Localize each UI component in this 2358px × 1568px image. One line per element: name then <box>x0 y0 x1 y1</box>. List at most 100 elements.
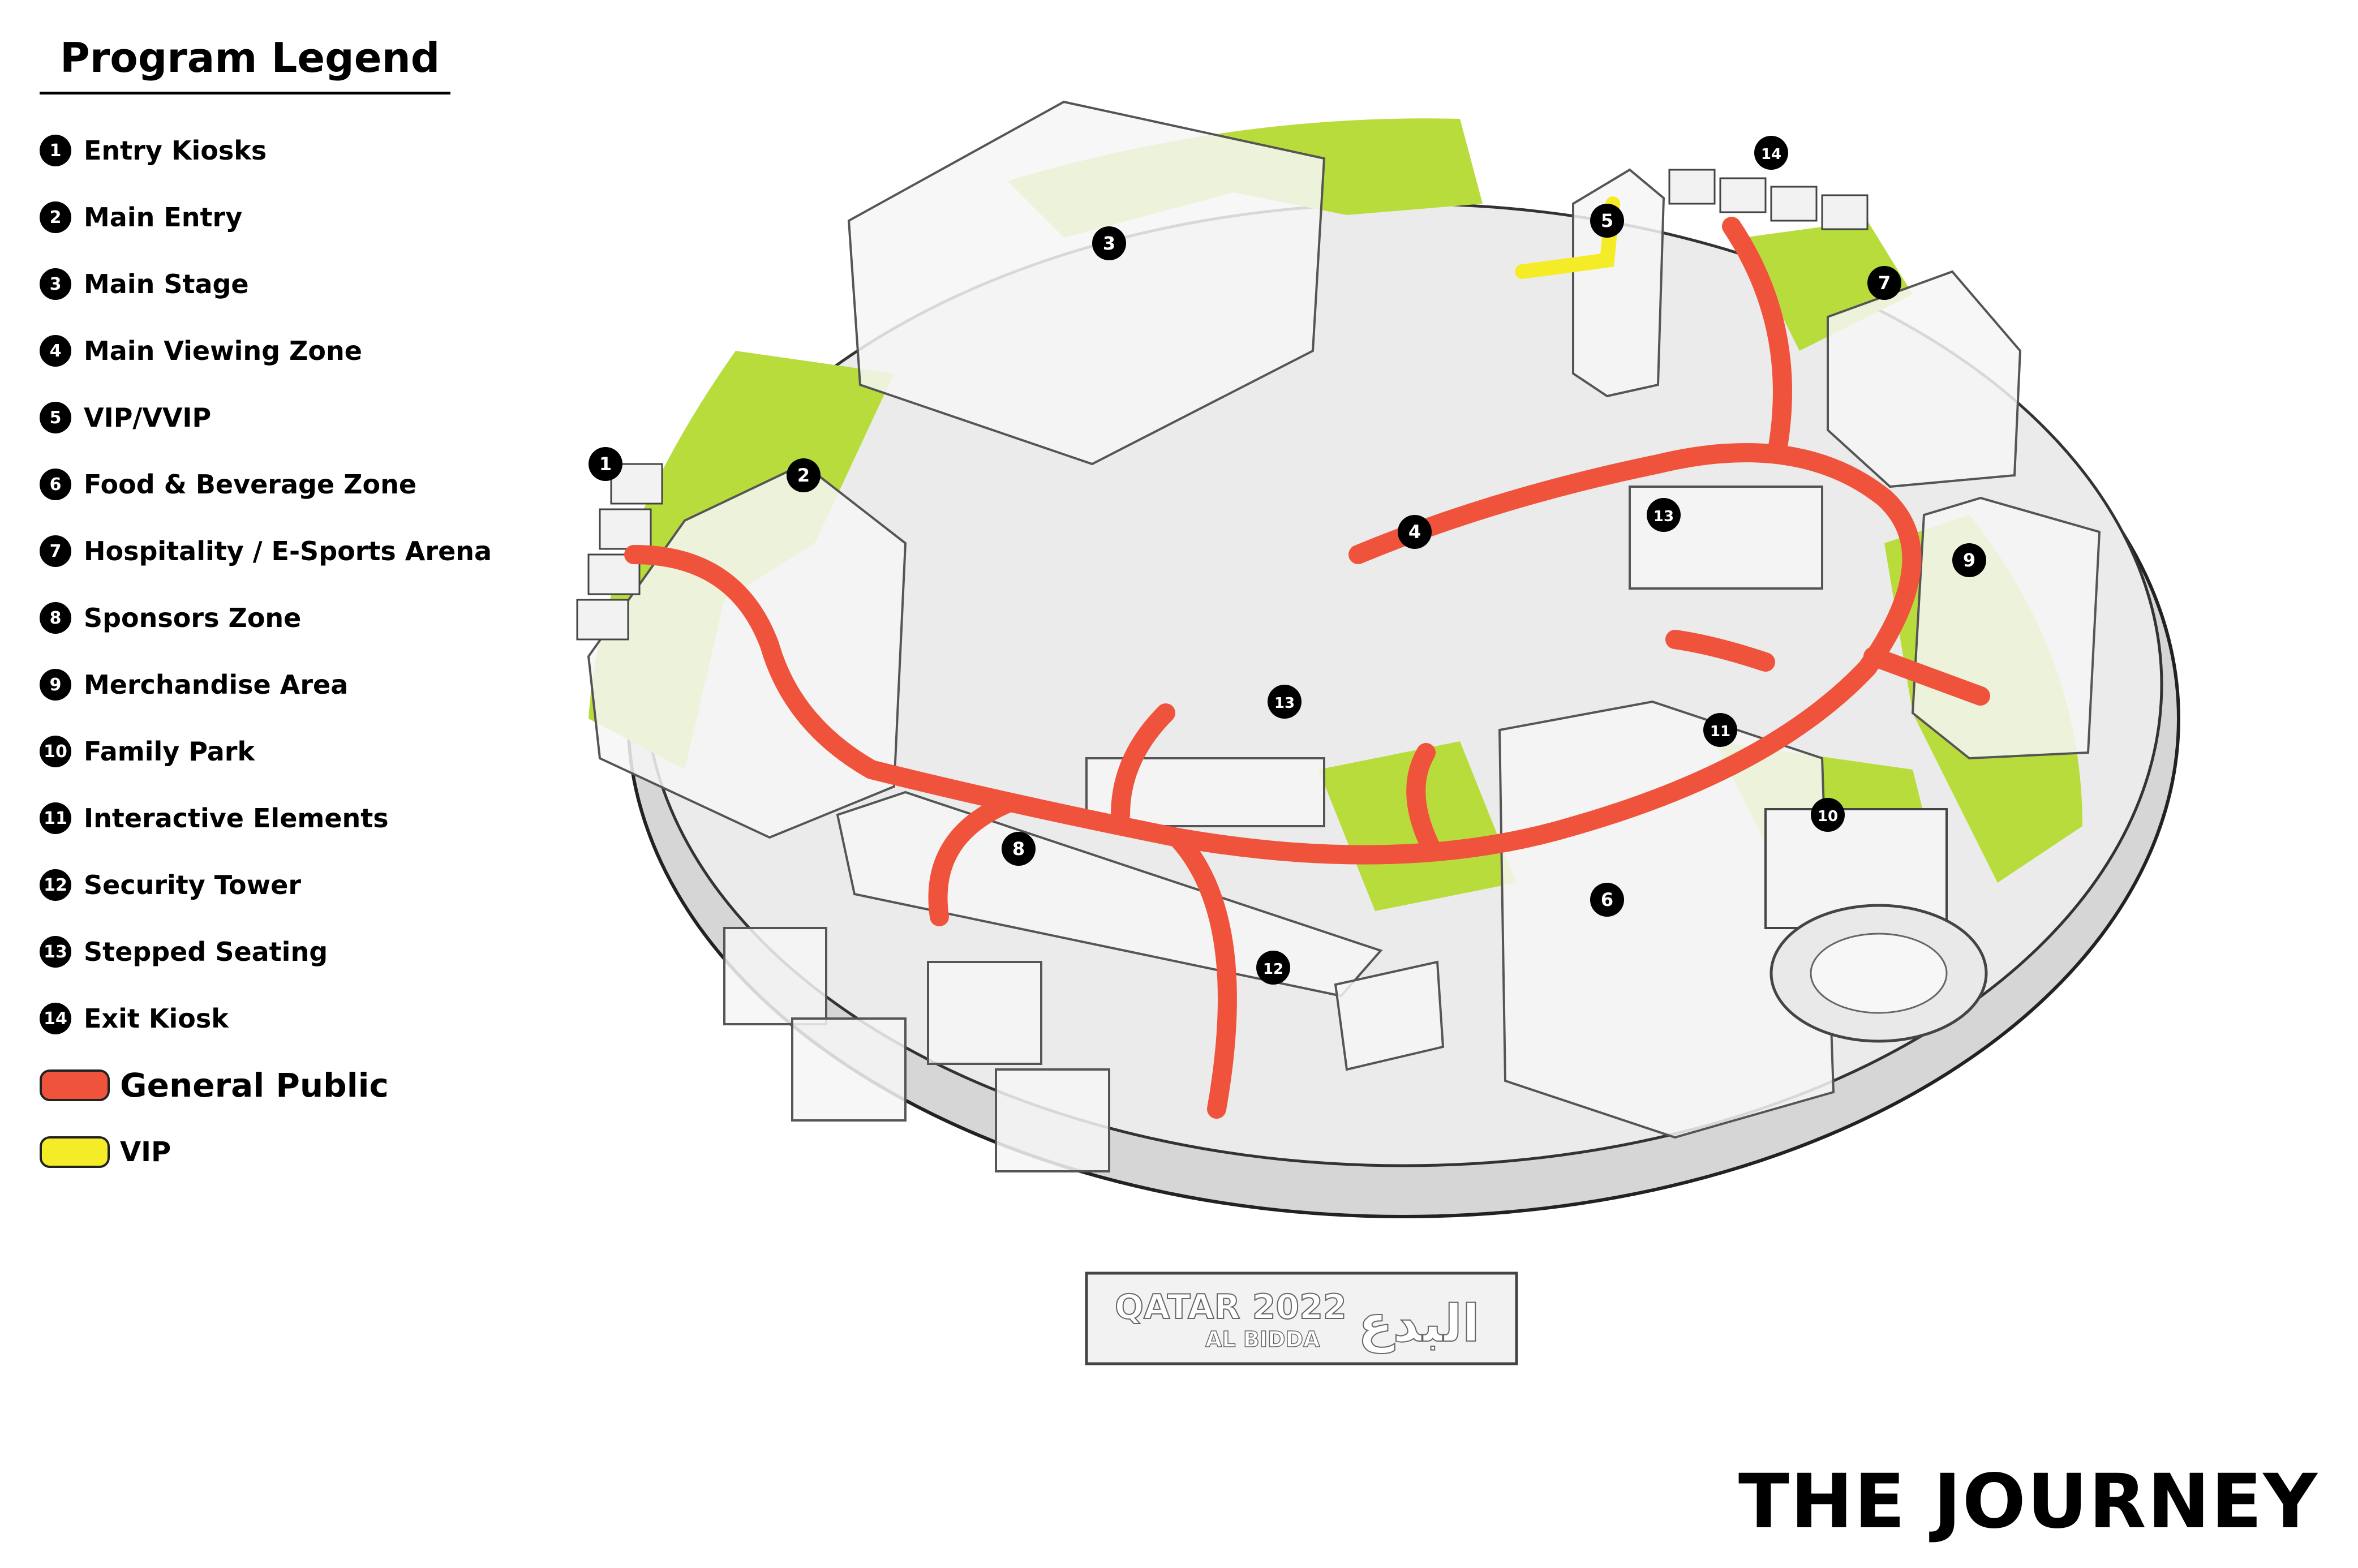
plan-marker-circle <box>1952 543 1986 577</box>
legend-label: Sponsors Zone <box>84 603 302 633</box>
route-swatch <box>40 1069 110 1101</box>
plan-marker: 2 <box>787 458 821 492</box>
sponsors-building <box>836 791 1383 998</box>
security-tower <box>1334 960 1445 1071</box>
legend-number-badge: 4 <box>40 335 71 367</box>
legend-title: Program Legend <box>40 34 450 94</box>
route-east <box>1863 647 1990 706</box>
food-beverage-building <box>1498 700 1835 1139</box>
legend-number-badge: 3 <box>40 268 71 300</box>
legend-label: Main Viewing Zone <box>84 336 362 366</box>
legend-item: 13 Stepped Seating <box>40 918 504 985</box>
legend-label: Stepped Seating <box>84 936 328 967</box>
legend-label: Family Park <box>84 736 255 767</box>
legend-item: 14 Exit Kiosk <box>40 985 504 1052</box>
plan-marker-label: 9 <box>1963 549 1975 571</box>
legend-number-badge: 6 <box>40 469 71 500</box>
green-zone-northeast <box>1743 221 1913 351</box>
journey-title: THE JOURNEY <box>1738 1458 2318 1545</box>
legend-label: Exit Kiosk <box>84 1003 229 1034</box>
plan-marker-label: 12 <box>1263 961 1283 978</box>
plan-marker-label: 13 <box>1653 508 1674 525</box>
legend-number-badge: 10 <box>40 736 71 767</box>
plan-marker: 6 <box>1590 883 1624 917</box>
route-sw <box>928 794 1017 926</box>
main-stage-building <box>847 100 1326 466</box>
family-park <box>1764 808 1988 1043</box>
legend-label: Security Tower <box>84 870 302 900</box>
route-label: General Public <box>120 1066 389 1105</box>
route-label: VIP <box>120 1136 171 1168</box>
plan-marker-label: 1 <box>599 453 612 475</box>
route-legend-item: General Public <box>40 1052 504 1119</box>
sign-arabic: البدع <box>1358 1294 1480 1354</box>
plan-marker: 14 <box>1754 136 1788 170</box>
plan-marker-circle <box>1268 685 1302 719</box>
route-south <box>1167 828 1237 1119</box>
plan-marker-label: 7 <box>1878 272 1891 294</box>
sign-line1: QATAR 2022 <box>1115 1287 1347 1327</box>
legend-number-badge: 14 <box>40 1003 71 1034</box>
route-swatch <box>40 1136 110 1168</box>
plan-marker-circle <box>787 458 821 492</box>
legend-item: 10 Family Park <box>40 718 504 785</box>
merchandise-building <box>1911 496 2101 760</box>
route-center <box>1111 703 1175 824</box>
plan-marker: 10 <box>1811 798 1845 832</box>
legend-item: 5 VIP/VVIP <box>40 384 504 451</box>
plan-marker: 4 <box>1398 515 1432 549</box>
plan-marker: 11 <box>1703 713 1737 747</box>
plan-marker: 9 <box>1952 543 1986 577</box>
plan-marker-label: 6 <box>1601 889 1613 910</box>
plan-marker-circle <box>1398 515 1432 549</box>
box-a <box>723 927 827 1025</box>
plan-marker-label: 11 <box>1710 723 1730 740</box>
box-b <box>791 1017 907 1122</box>
plan-marker: 13 <box>1268 685 1302 719</box>
legend-label: Main Stage <box>84 269 249 299</box>
legend-label: Entry Kiosks <box>84 135 267 166</box>
legend-number-badge: 1 <box>40 135 71 166</box>
plan-marker-circle <box>1754 136 1788 170</box>
plan-marker: 13 <box>1647 498 1681 532</box>
plan-marker-circle <box>1590 204 1624 238</box>
plan-marker: 12 <box>1256 951 1290 985</box>
plan-marker: 1 <box>589 447 622 481</box>
route-legend-item: VIP <box>40 1119 504 1185</box>
plan-marker-circle <box>1092 226 1126 260</box>
plan-marker: 3 <box>1092 226 1126 260</box>
plan-marker-label: 2 <box>797 465 810 486</box>
legend-label: Interactive Elements <box>84 803 389 834</box>
legend-number-badge: 5 <box>40 402 71 433</box>
buildings <box>587 100 2101 1172</box>
plan-marker-label: 13 <box>1274 695 1295 712</box>
plan-marker-label: 14 <box>1761 146 1781 163</box>
exit-kiosks <box>1668 169 1869 230</box>
plan-marker-label: 5 <box>1601 210 1613 231</box>
plan-marker-circle <box>1811 798 1845 832</box>
plan-marker-label: 10 <box>1818 808 1838 825</box>
legend-label: Food & Beverage Zone <box>84 469 417 500</box>
plan-marker-circle <box>1867 266 1901 300</box>
legend-label: Merchandise Area <box>84 669 349 700</box>
legend-label: VIP/VVIP <box>84 402 212 433</box>
legend-number-badge: 2 <box>40 201 71 233</box>
hospitality-building <box>1827 270 2022 488</box>
plan-marker-circle <box>1647 498 1681 532</box>
route-north-east <box>1722 217 1792 462</box>
legend-item: 6 Food & Beverage Zone <box>40 451 504 518</box>
plan-marker-circle <box>1590 883 1624 917</box>
box-d <box>995 1068 1110 1172</box>
route-west <box>624 545 881 779</box>
legend-number-badge: 13 <box>40 936 71 968</box>
